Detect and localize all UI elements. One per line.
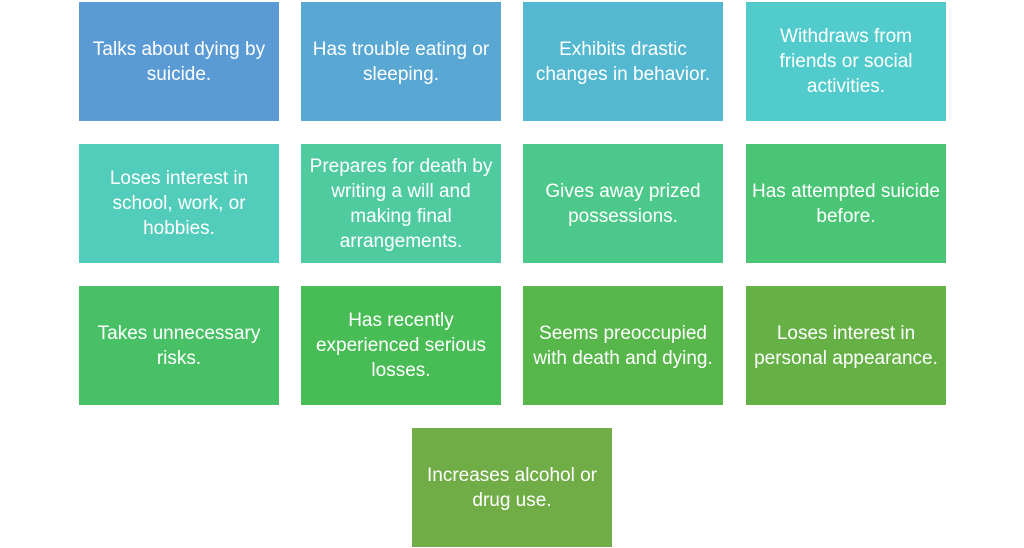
tile-label: Seems preoccupied with death and dying. [533, 322, 713, 369]
tile-label: Exhibits drastic changes in behavior. [535, 38, 711, 85]
tile-label: Has attempted suicide before. [752, 180, 940, 227]
tile-prepares-for-death: Prepares for death by writing a will and… [301, 144, 501, 263]
tile-label: Withdraws from friends or social activit… [779, 26, 913, 97]
tile-attempted-before: Has attempted suicide before. [746, 144, 946, 263]
tile-withdraws-from-friends: Withdraws from friends or social activit… [746, 2, 946, 121]
tile-label: Prepares for death by writing a will and… [309, 155, 493, 252]
tile-preoccupied-with-death: Seems preoccupied with death and dying. [523, 286, 723, 405]
tile-alcohol-drug-use: Increases alcohol or drug use. [412, 428, 612, 547]
tile-label: Loses interest in personal appearance. [754, 322, 938, 369]
tile-label: Takes unnecessary risks. [97, 322, 261, 369]
tile-label: Has recently experienced serious losses. [315, 310, 487, 381]
tile-trouble-eating-sleeping: Has trouble eating or sleeping. [301, 2, 501, 121]
tile-loses-interest-appearance: Loses interest in personal appearance. [746, 286, 946, 405]
tile-loses-interest-school: Loses interest in school, work, or hobbi… [79, 144, 279, 263]
tile-label: Loses interest in school, work, or hobbi… [109, 168, 249, 239]
tile-unnecessary-risks: Takes unnecessary risks. [79, 286, 279, 405]
tile-label: Talks about dying by suicide. [92, 38, 266, 85]
tile-label: Increases alcohol or drug use. [426, 464, 598, 511]
tile-label: Has trouble eating or sleeping. [312, 38, 490, 85]
tile-drastic-behavior-changes: Exhibits drastic changes in behavior. [523, 2, 723, 121]
tile-gives-away-possessions: Gives away prized possessions. [523, 144, 723, 263]
tile-serious-losses: Has recently experienced serious losses. [301, 286, 501, 405]
tile-label: Gives away prized possessions. [545, 180, 701, 227]
tile-talks-about-dying: Talks about dying by suicide. [79, 2, 279, 121]
